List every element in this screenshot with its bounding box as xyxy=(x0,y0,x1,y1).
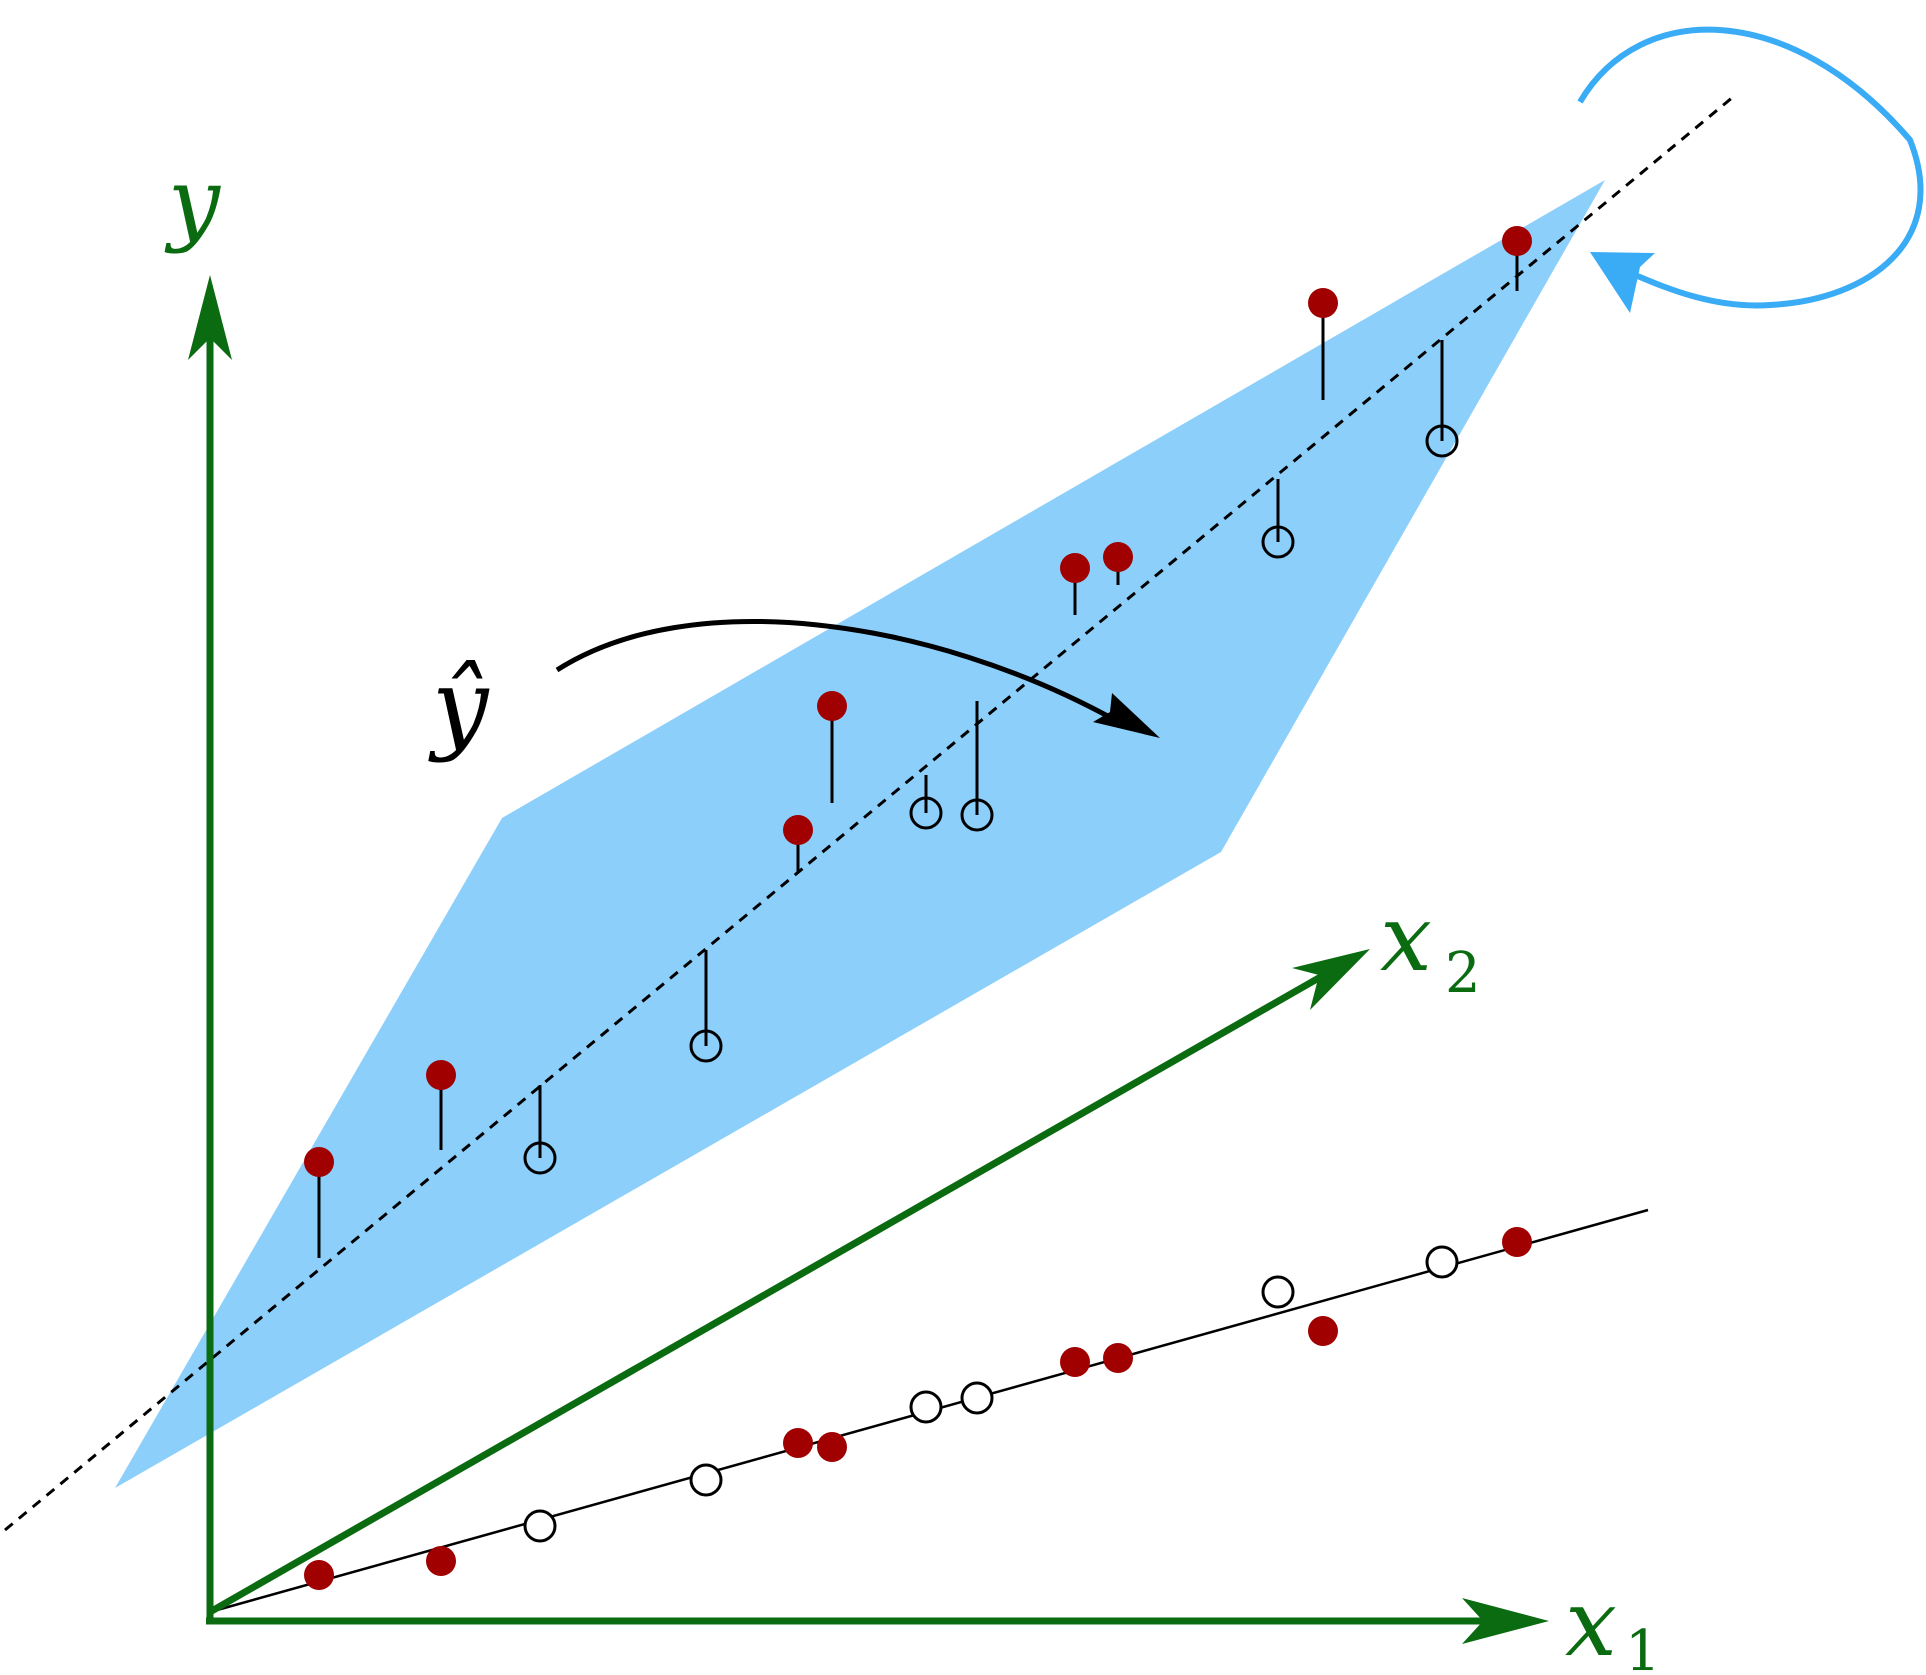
open-point xyxy=(689,1029,723,1063)
fitted-dashed-line xyxy=(4,95,1734,1532)
projected-observed-points xyxy=(304,1227,1532,1590)
projected-point xyxy=(1060,1347,1090,1377)
observed-point xyxy=(426,1060,456,1090)
projected-open-point xyxy=(523,1509,557,1543)
x1-axis-subscript: 1 xyxy=(1625,1619,1661,1675)
projected-point xyxy=(1502,1227,1532,1257)
projected-open-points xyxy=(523,1245,1459,1543)
projected-point xyxy=(426,1546,456,1576)
observed-point xyxy=(783,815,813,845)
observed-point xyxy=(817,691,847,721)
projected-point xyxy=(304,1560,334,1590)
yhat-pointer-arrowhead xyxy=(1093,693,1160,738)
observed-point xyxy=(1060,553,1090,583)
open-point xyxy=(909,796,943,830)
residual-stems xyxy=(317,241,1519,1258)
x2-axis xyxy=(208,959,1347,1616)
regression-plane xyxy=(115,180,1605,1488)
projected-point xyxy=(783,1428,813,1458)
yhat-pointer-arrow xyxy=(555,619,1117,723)
projected-open-point xyxy=(960,1381,994,1415)
projected-open-point xyxy=(909,1390,943,1424)
rotation-curl-arrowhead xyxy=(1590,252,1655,313)
fitted-open-points xyxy=(523,424,1459,1175)
open-point xyxy=(960,798,994,832)
x2-axis-subscript: 2 xyxy=(1445,941,1481,1006)
y-axis-arrowhead xyxy=(188,275,232,360)
observed-point xyxy=(304,1147,334,1177)
x1-axis-arrowhead xyxy=(1462,1598,1549,1644)
rotation-curl-arrow xyxy=(1577,26,1924,309)
projected-open-point xyxy=(689,1463,723,1497)
observed-point xyxy=(1103,542,1133,572)
observed-point xyxy=(1502,226,1532,256)
open-point xyxy=(1425,424,1459,458)
projected-open-point xyxy=(1261,1275,1295,1309)
observed-points xyxy=(304,226,1532,1177)
projected-point xyxy=(817,1432,847,1462)
x1-axis-label: x xyxy=(1565,1570,1617,1675)
yhat-label: ŷ xyxy=(428,647,490,764)
projected-point xyxy=(1103,1343,1133,1373)
x2-axis-arrowhead xyxy=(1292,949,1370,1010)
open-point xyxy=(523,1141,557,1175)
projected-open-point xyxy=(1425,1245,1459,1279)
open-point xyxy=(1261,525,1295,559)
y-axis-label: y xyxy=(164,148,221,255)
x2-axis-label: x xyxy=(1380,885,1432,992)
observed-point xyxy=(1308,288,1338,318)
projected-point xyxy=(1308,1316,1338,1346)
